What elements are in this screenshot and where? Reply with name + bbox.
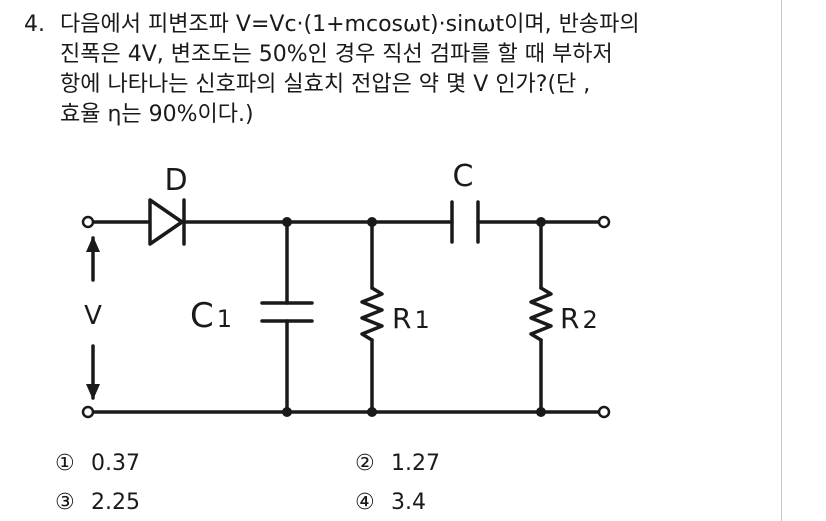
arrow-up-icon — [86, 236, 100, 252]
label-capacitor: C — [453, 159, 474, 194]
choice-3-mark: ③ — [55, 490, 75, 515]
terminal-in-top — [81, 215, 95, 229]
junction-dot — [282, 217, 292, 227]
resistor-r2-icon — [529, 286, 553, 342]
label-input-voltage: V — [84, 301, 102, 331]
choice-3[interactable]: ③ 2.25 — [55, 489, 140, 517]
choice-4-value: 3.4 — [391, 490, 426, 515]
question-line-3: 항에 나타나는 신호파의 실효치 전압은 약 몇 V 인가?(단 , — [60, 72, 591, 97]
terminal-out-bottom — [597, 405, 611, 419]
choice-2-value: 1.27 — [391, 451, 440, 476]
terminal-out-top — [597, 215, 611, 229]
question-line-1: 다음에서 피변조파 V=Vc·(1+mcosωt)·sinωt이며, 반송파의 — [60, 12, 640, 37]
resistor-r1-icon — [360, 286, 384, 342]
choice-3-value: 2.25 — [91, 490, 140, 515]
choice-4-mark: ④ — [355, 490, 375, 515]
choice-1-value: 0.37 — [91, 451, 140, 476]
diode-icon — [148, 198, 184, 246]
choice-1[interactable]: ① 0.37 — [55, 450, 140, 478]
junction-dot — [367, 407, 377, 417]
choice-4[interactable]: ④ 3.4 — [355, 489, 426, 517]
junction-dot — [536, 407, 546, 417]
choice-2-mark: ② — [355, 451, 375, 476]
question-line-2: 진폭은 4V, 변조도는 50%인 경우 직선 검파를 할 때 부하저 — [60, 42, 613, 67]
page-divider — [781, 0, 782, 521]
junction-dot — [536, 217, 546, 227]
question-line-4: 효율 η는 90%이다.) — [60, 102, 254, 127]
question-number: 4. — [24, 12, 45, 37]
choice-2[interactable]: ② 1.27 — [355, 450, 440, 478]
label-diode: D — [164, 163, 187, 198]
junction-dot — [282, 407, 292, 417]
arrow-down-icon — [86, 384, 100, 400]
choice-1-mark: ① — [55, 451, 75, 476]
terminal-in-bottom — [81, 405, 95, 419]
junction-dot — [367, 217, 377, 227]
